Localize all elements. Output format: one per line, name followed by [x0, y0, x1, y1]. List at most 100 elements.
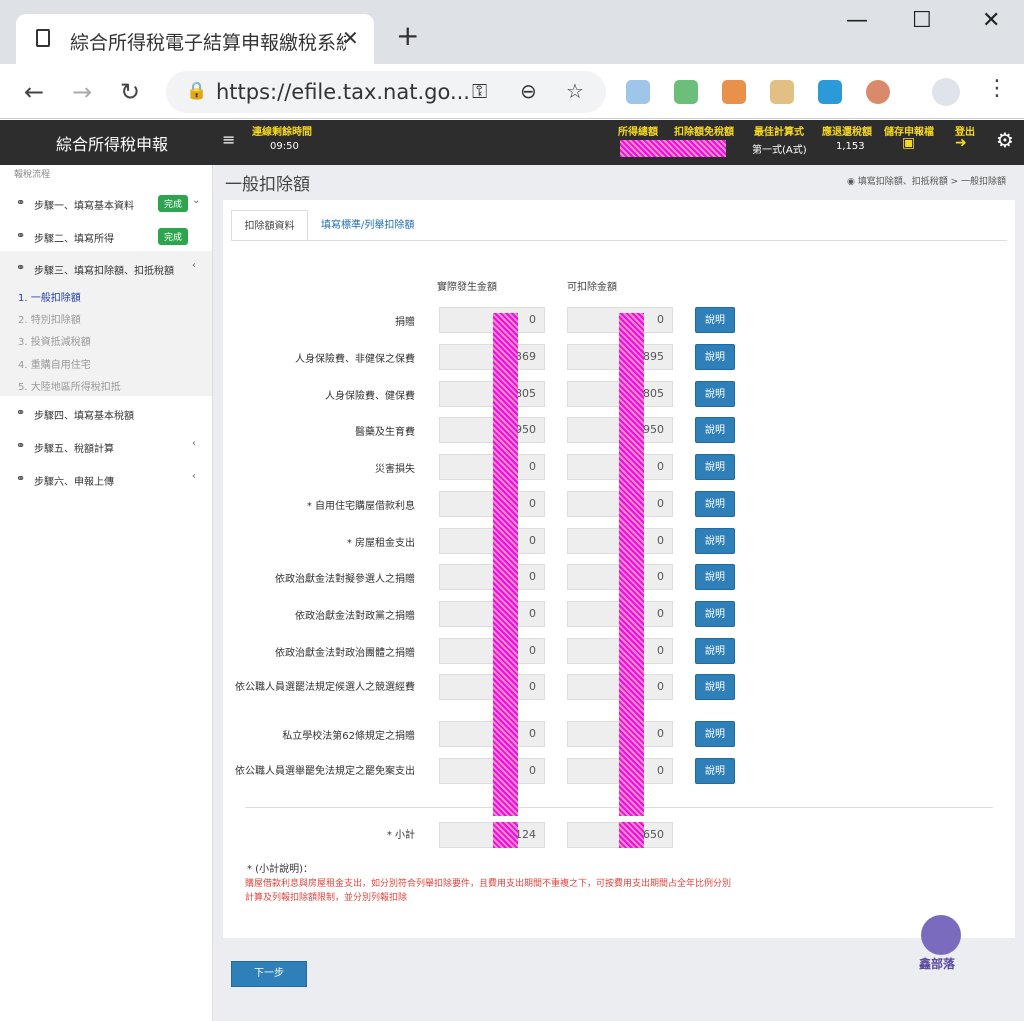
actual-amount-field[interactable]: 805 [439, 381, 545, 407]
explain-button[interactable]: 說明 [695, 674, 735, 700]
extension-icon[interactable] [770, 80, 794, 104]
link-icon: ⚭ [16, 472, 26, 485]
actual-amount-field[interactable]: 0 [439, 721, 545, 747]
next-step-button[interactable]: 下一步 [231, 961, 307, 987]
redaction-block [493, 822, 518, 848]
actual-amount-field[interactable]: 0 [439, 638, 545, 664]
logout-label[interactable]: 登出 [955, 127, 975, 138]
explain-button[interactable]: 說明 [695, 721, 735, 747]
sidebar-step-6[interactable]: ⚭ 步驟六、申報上傳 ‹ [0, 462, 212, 495]
redaction-block [619, 313, 644, 816]
logout-icon[interactable]: ➜ [955, 135, 967, 151]
sidebar-step-4[interactable]: ⚭ 步驟四、填寫基本稅額 [0, 396, 212, 429]
step-label: 步驟六、申報上傳 [34, 477, 114, 488]
actual-amount-field[interactable]: 0 [439, 674, 545, 700]
note-title: * (小計說明)： [247, 864, 313, 875]
actual-amount-field[interactable]: 369 [439, 344, 545, 370]
explain-button[interactable]: 說明 [695, 454, 735, 480]
browser-menu-icon[interactable]: ⋮ [986, 76, 1008, 101]
sidebar-subitem-general-deduction[interactable]: 1. 一般扣除額 [18, 293, 81, 304]
forward-icon[interactable]: → [72, 78, 93, 106]
extension-icon[interactable] [866, 80, 890, 104]
menu-icon[interactable]: ≡ [222, 130, 236, 149]
extension-icon[interactable] [674, 80, 698, 104]
browser-tab[interactable]: 綜合所得稅電子結算申報繳稅系統 ✕ [16, 14, 374, 64]
done-badge: 完成 [158, 228, 189, 245]
sidebar-step-5[interactable]: ⚭ 步驟五、稅額計算 ‹ [0, 429, 212, 462]
explain-button[interactable]: 說明 [695, 307, 735, 333]
dashboard-icon: ◉ [847, 177, 858, 187]
link-icon: ⚭ [16, 406, 26, 419]
key-icon[interactable]: ⚿ [472, 79, 488, 103]
explain-button[interactable]: 說明 [695, 528, 735, 554]
new-tab-button[interactable]: + [396, 19, 420, 52]
explain-button[interactable]: 說明 [695, 601, 735, 627]
actual-amount-field[interactable]: 0 [439, 758, 545, 784]
explain-button[interactable]: 說明 [695, 417, 735, 443]
back-icon[interactable]: ← [24, 78, 45, 106]
redaction-block [493, 313, 518, 816]
browser-toolbar: ← → ↻ 🔒 https://efile.tax.nat.go... ⚿ ⊖ … [0, 64, 1024, 119]
tab-title: 綜合所得稅電子結算申報繳稅系統 [70, 32, 346, 54]
explain-button[interactable]: 說明 [695, 491, 735, 517]
row-label: 依政治獻金法對政治團體之捐贈 [275, 648, 415, 659]
explain-button[interactable]: 說明 [695, 564, 735, 590]
tab-close-button[interactable]: ✕ [342, 26, 359, 50]
extension-icon[interactable] [722, 80, 746, 104]
explain-button[interactable]: 說明 [695, 638, 735, 664]
chevron-left-icon: ‹ [192, 471, 196, 482]
sidebar-subitem-investment-credit[interactable]: 3. 投資抵減稅額 [18, 337, 91, 348]
sidebar-subitem-special-deduction[interactable]: 2. 特別扣除額 [18, 315, 81, 326]
actual-amount-field[interactable]: 0 [439, 601, 545, 627]
profile-avatar[interactable] [932, 78, 960, 106]
actual-amount-field[interactable]: 0 [439, 454, 545, 480]
explain-button[interactable]: 說明 [695, 381, 735, 407]
zoom-icon[interactable]: ⊖ [520, 79, 537, 103]
sidebar-step-2[interactable]: ⚭ 步驟二、填寫所得 完成 [0, 219, 212, 252]
sidebar-step-1[interactable]: ⚭ 步驟一、填寫基本資料 完成 ⌄ [0, 186, 212, 219]
step-label: 步驟三、填寫扣除額、扣抵稅額 [34, 266, 174, 277]
sidebar-step-3[interactable]: ⚭ 步驟三、填寫扣除額、扣抵稅額 ‹ [0, 251, 212, 396]
actual-amount-field[interactable]: 0 [439, 307, 545, 333]
extension-icon[interactable] [626, 80, 650, 104]
reload-icon[interactable]: ↻ [120, 78, 141, 106]
tab-standard-itemized[interactable]: 填寫標準/列舉扣除額 [321, 220, 415, 231]
refund-value: 1,153 [836, 141, 865, 152]
window-close-button[interactable]: ✕ [982, 8, 1001, 33]
maximize-button[interactable]: ☐ [912, 8, 932, 33]
explain-button[interactable]: 說明 [695, 344, 735, 370]
save-label[interactable]: 儲存申報檔 [884, 127, 934, 138]
link-icon: ⚭ [16, 196, 26, 209]
app-header: 綜合所得稅申報 ≡ 連線剩餘時間 09:50 所得總額 扣除額免稅額 最佳計算式… [0, 120, 1024, 165]
column-header-actual: 實際發生金額 [437, 282, 497, 293]
breadcrumb-text: 填寫扣除額、扣抵稅額 > 一般扣除額 [857, 177, 1006, 187]
step-label: 步驟五、稅額計算 [34, 444, 114, 455]
row-label: 災害損失 [375, 464, 415, 475]
gear-icon[interactable]: ⚙ [996, 128, 1014, 152]
save-icon[interactable]: ▣ [902, 135, 916, 151]
redaction-block [620, 140, 726, 157]
row-label: 依政治獻金法對政黨之捐贈 [295, 611, 415, 622]
page-title: 一般扣除額 [225, 175, 310, 195]
explain-button[interactable]: 說明 [695, 758, 735, 784]
row-label: 醫藥及生育費 [355, 427, 415, 438]
sidebar-subitem-rebuy-house[interactable]: 4. 重購自用住宅 [18, 360, 91, 371]
actual-amount-field[interactable]: 950 [439, 417, 545, 443]
watermark-text: 鑫部落 [919, 957, 956, 971]
link-icon: ⚭ [16, 261, 26, 274]
star-icon[interactable]: ☆ [566, 79, 584, 103]
link-icon: ⚭ [16, 229, 26, 242]
extension-icon[interactable] [818, 80, 842, 104]
minimize-button[interactable]: — [846, 8, 868, 33]
lock-icon: 🔒 [186, 81, 208, 101]
actual-amount-field[interactable]: 0 [439, 564, 545, 590]
sidebar-subitem-mainland-credit[interactable]: 5. 大陸地區所得稅扣抵 [18, 382, 121, 393]
actual-amount-field[interactable]: 0 [439, 528, 545, 554]
sidebar-heading: 報稅流程 [14, 170, 51, 180]
row-label: 私立學校法第62條規定之捐贈 [282, 731, 415, 742]
tab-deduction-data[interactable]: 扣除額資料 [231, 210, 308, 241]
main-content: 一般扣除額 ◉ 填寫扣除額、扣抵稅額 > 一般扣除額 扣除額資料 填寫標準/列舉… [213, 165, 1024, 1021]
actual-amount-field[interactable]: 0 [439, 491, 545, 517]
address-bar[interactable]: 🔒 https://efile.tax.nat.go... ⚿ ⊖ ☆ [166, 71, 606, 113]
